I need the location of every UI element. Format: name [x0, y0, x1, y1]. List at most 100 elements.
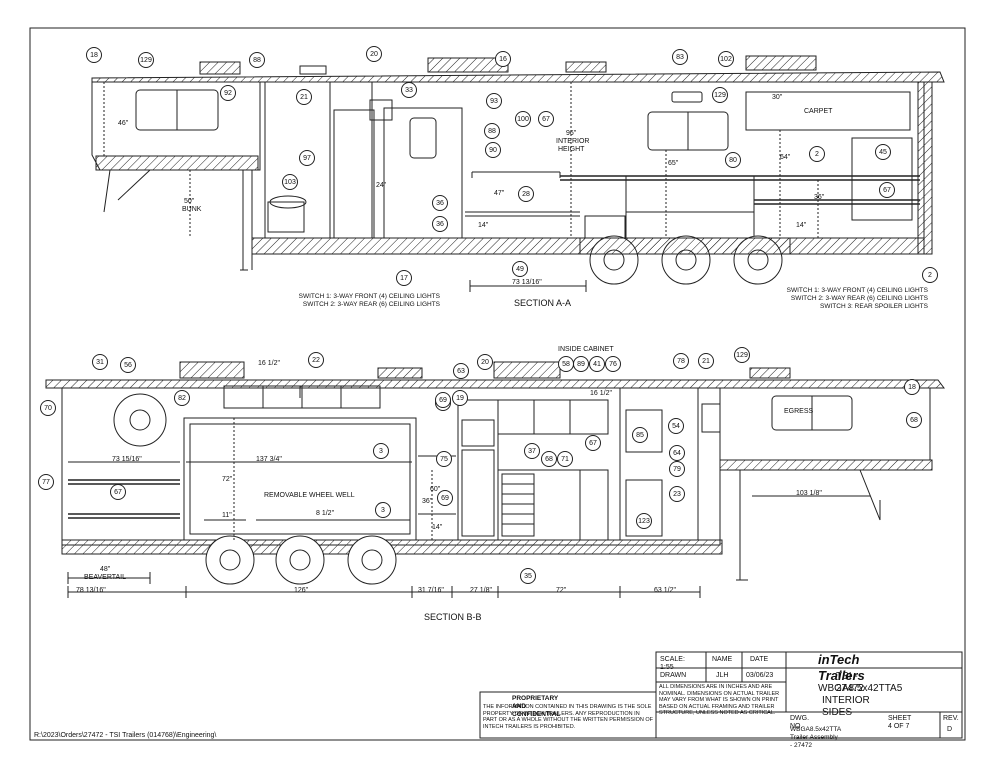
dim-label: 96"	[566, 130, 577, 137]
dim-label: 16 1/2"	[590, 390, 612, 397]
proprietary-text: THE INFORMATION CONTAINED IN THIS DRAWIN…	[483, 704, 654, 730]
callout-bubble: 88	[249, 52, 265, 68]
callout-bubble: 31	[92, 354, 108, 370]
roof-vent	[199, 61, 241, 75]
rev-value: D	[947, 726, 953, 733]
switch-note: SWITCH 2: 3-WAY REAR (6) CEILING LIGHTS	[790, 295, 928, 302]
name-header: NAME	[712, 656, 733, 663]
callout-bubble: 97	[299, 150, 315, 166]
dim-label: 73 15/16"	[112, 456, 142, 463]
dwg-no: WBGA8.5x42TTA Trailer Assembly - 27472	[790, 726, 841, 749]
dim-label: 30"	[772, 94, 783, 101]
callout-bubble: 33	[401, 82, 417, 98]
callout-bubble: 64	[669, 445, 685, 461]
callout-bubble: 129	[712, 87, 728, 103]
callout-bubble: 69	[437, 490, 453, 506]
callout-bubble: 100	[515, 111, 531, 127]
callout-bubble: 93	[486, 93, 502, 109]
callout-bubble: 85	[632, 427, 648, 443]
roof-vent	[745, 55, 817, 71]
callout-bubble: 19	[452, 390, 468, 406]
dim-label: 73 13/16"	[512, 279, 542, 286]
section-a-view	[91, 55, 945, 292]
callout-bubble: 18	[86, 47, 102, 63]
dim-label: 65"	[668, 160, 679, 167]
callout-bubble: 79	[669, 461, 685, 477]
callout-bubble: 76	[605, 356, 621, 372]
dim-label: 14"	[796, 222, 807, 229]
proprietary-title: PROPRIETARY AND CONFIDENTIAL	[512, 695, 561, 718]
callout-bubble: 88	[484, 123, 500, 139]
dim-label: 46"	[118, 120, 129, 127]
carpet-label: CARPET	[804, 108, 833, 115]
sheet-number: SHEET 4 OF 7	[888, 715, 912, 730]
dim-label: 14"	[478, 222, 489, 229]
callout-bubble: 89	[573, 356, 589, 372]
dim-label: 72"	[556, 587, 567, 594]
scale-label: SCALE: 1:55	[660, 656, 685, 671]
callout-bubble: 75	[436, 451, 452, 467]
dim-label: 60"	[430, 486, 441, 493]
title-line-1: TSI - 27472	[836, 671, 864, 694]
dim-label: 63 1/2"	[654, 587, 676, 594]
callout-bubble: 20	[366, 46, 382, 62]
switch-notes-left: SWITCH 1: 3-WAY FRONT (4) CEILING LIGHTS…	[270, 293, 440, 309]
dim-label: 103 1/8"	[796, 490, 822, 497]
callout-bubble: 129	[734, 347, 750, 363]
wheel-well-label: REMOVABLE WHEEL WELL	[264, 492, 355, 499]
company-name: inTech Trailers	[818, 652, 865, 683]
callout-bubble: 102	[718, 51, 734, 67]
callout-bubble: 3	[373, 443, 389, 459]
callout-bubble: 70	[40, 400, 56, 416]
drawn-label: DRAWN	[660, 672, 687, 679]
callout-bubble: 71	[557, 451, 573, 467]
switch-note: SWITCH 3: REAR SPOILER LIGHTS	[820, 303, 928, 310]
callout-bubble: 67	[538, 111, 554, 127]
dimensions-note: ALL DIMENSIONS ARE IN INCHES AND ARE NOM…	[659, 684, 780, 716]
callout-bubble: 22	[308, 352, 324, 368]
section-b-view	[45, 361, 945, 598]
dim-label: 64"	[780, 154, 791, 161]
callout-bubble: 17	[396, 270, 412, 286]
callout-bubble: 77	[38, 474, 54, 490]
callout-bubble: 68	[541, 451, 557, 467]
title-line-2: WBGA8.5x42TTA5	[818, 683, 903, 694]
callout-bubble: 36	[432, 216, 448, 232]
callout-bubble: 41	[589, 356, 605, 372]
dim-label: 36"	[422, 498, 433, 505]
dim-label: 11"	[222, 512, 232, 519]
drawn-date: 03/06/23	[746, 672, 774, 679]
rev-label: REV.	[943, 715, 959, 722]
dim-label: HEIGHT	[558, 146, 585, 153]
callout-bubble: 69	[435, 392, 451, 408]
egress-label: EGRESS	[784, 408, 814, 415]
sheet-border	[29, 27, 966, 741]
dim-label: 27 1/8"	[470, 587, 492, 594]
switch-note: SWITCH 2: 3-WAY REAR (6) CEILING LIGHTS	[302, 301, 440, 308]
beavertail-label: BEAVERTAIL	[84, 574, 127, 581]
callout-bubble: 21	[698, 353, 714, 369]
callout-bubble: 80	[725, 152, 741, 168]
dim-label: BUNK	[182, 206, 202, 213]
title-line-3: INTERIOR SIDES	[822, 695, 870, 718]
section-a-title: SECTION A-A	[514, 298, 572, 308]
callout-bubble: 78	[673, 353, 689, 369]
date-header: DATE	[750, 656, 769, 663]
dim-label: 137 3/4"	[256, 456, 282, 463]
callout-bubble: 45	[875, 144, 891, 160]
dim-label: 16 1/2"	[258, 360, 280, 367]
callout-bubble: 67	[879, 182, 895, 198]
dim-label: 78 13/16"	[76, 587, 106, 594]
dim-label: 24"	[376, 182, 387, 189]
callout-bubble: 18	[904, 379, 920, 395]
callout-bubble: 67	[110, 484, 126, 500]
callout-bubble: 20	[477, 354, 493, 370]
callout-bubble: 90	[485, 142, 501, 158]
callout-bubble: 16	[495, 51, 511, 67]
callout-bubble: 3	[375, 502, 391, 518]
callout-bubble: 36	[432, 195, 448, 211]
callout-bubble: 123	[636, 513, 652, 529]
